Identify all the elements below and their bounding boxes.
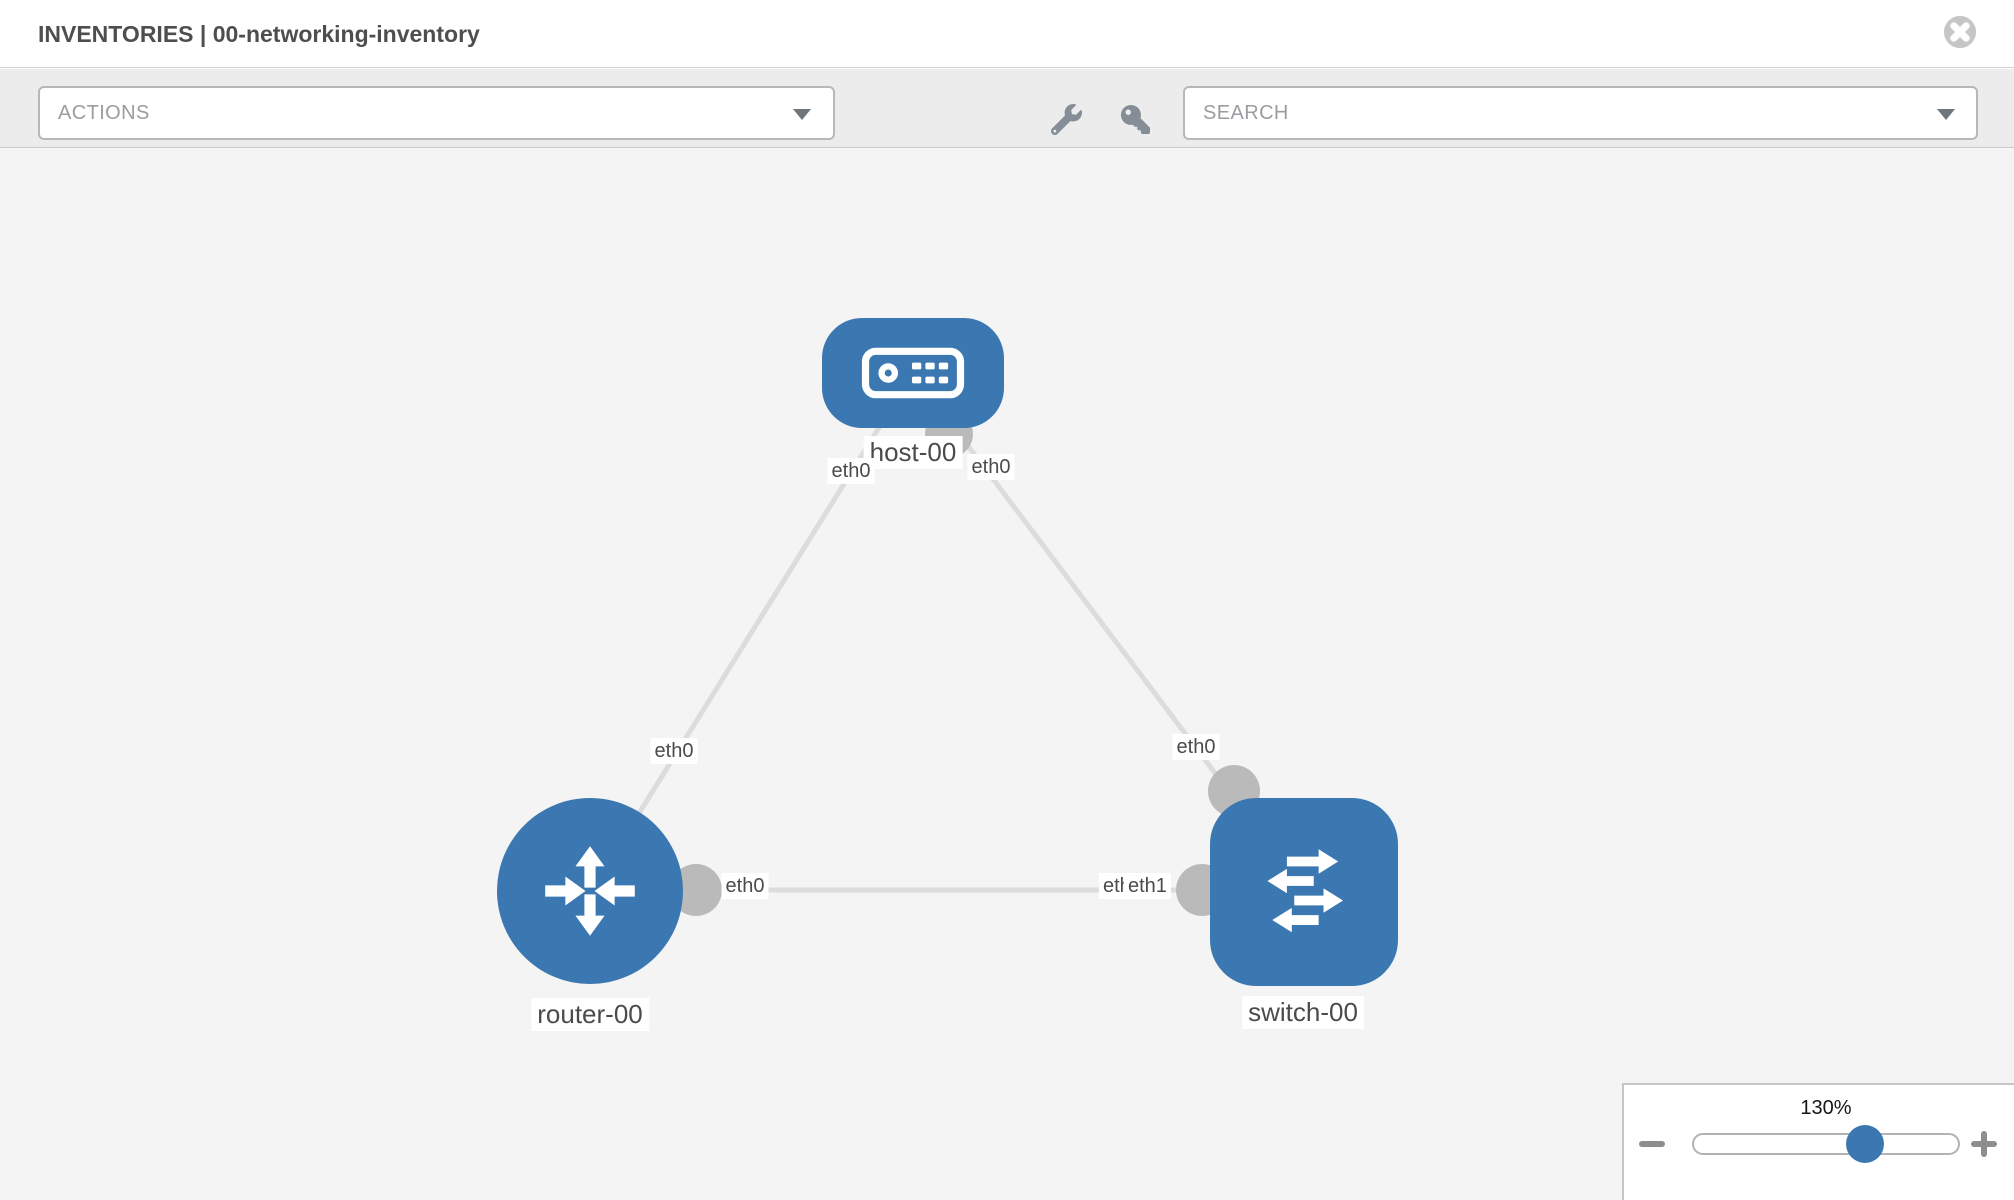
zoom-slider-track[interactable] <box>1692 1133 1960 1155</box>
node-label-router: router-00 <box>531 998 649 1031</box>
port-label-switch-left-front: eth1 <box>1124 873 1171 899</box>
port-label-router-right: eth0 <box>721 873 769 899</box>
topology-canvas[interactable]: host-00 eth0 eth0 eth0 eth0 eth0 eth0 et… <box>0 148 2014 1200</box>
port-label-host-right: eth0 <box>967 454 1015 480</box>
key-icon <box>1120 104 1150 134</box>
zoom-level: 130% <box>1800 1097 1852 1119</box>
port-label-switch-left-back: eth0 <box>1099 873 1127 899</box>
switch-arrows-icon <box>1267 849 1344 933</box>
plus-icon <box>1981 1131 1987 1157</box>
zoom-out-button[interactable] <box>1638 1131 1666 1157</box>
zoom-slider-thumb[interactable] <box>1846 1125 1884 1163</box>
port-label-router-top: eth0 <box>650 738 698 764</box>
endpoint-router-eth0 <box>670 864 722 916</box>
close-button[interactable] <box>1943 15 1977 49</box>
page-title: INVENTORIES | 00-networking-inventory <box>38 21 480 47</box>
zoom-panel: 130% <box>1622 1083 2014 1200</box>
chevron-down-icon <box>793 109 811 120</box>
configure-button[interactable] <box>1044 97 1088 141</box>
node-label-host: host-00 <box>863 436 963 469</box>
port-label-host-left: eth0 <box>827 458 875 484</box>
search-dropdown[interactable]: SEARCH <box>1183 86 1978 140</box>
times-circle-icon <box>1943 15 1977 49</box>
actions-dropdown[interactable]: ACTIONS <box>38 86 835 140</box>
node-host-00[interactable] <box>822 318 1004 428</box>
node-router-00[interactable] <box>497 798 683 984</box>
header: INVENTORIES | 00-networking-inventory <box>0 0 2014 68</box>
minus-icon <box>1639 1141 1665 1147</box>
host-device-icon <box>861 347 965 399</box>
chevron-down-icon <box>1937 109 1955 120</box>
zoom-in-button[interactable] <box>1970 1130 1998 1158</box>
port-label-switch-top: eth0 <box>1172 734 1220 760</box>
actions-dropdown-label: ACTIONS <box>58 102 150 124</box>
wrench-icon <box>1050 103 1082 135</box>
router-arrows-icon <box>545 846 635 936</box>
search-dropdown-label: SEARCH <box>1203 102 1289 124</box>
credentials-button[interactable] <box>1113 97 1157 141</box>
node-label-switch: switch-00 <box>1242 996 1364 1029</box>
node-switch-00[interactable] <box>1210 798 1398 986</box>
